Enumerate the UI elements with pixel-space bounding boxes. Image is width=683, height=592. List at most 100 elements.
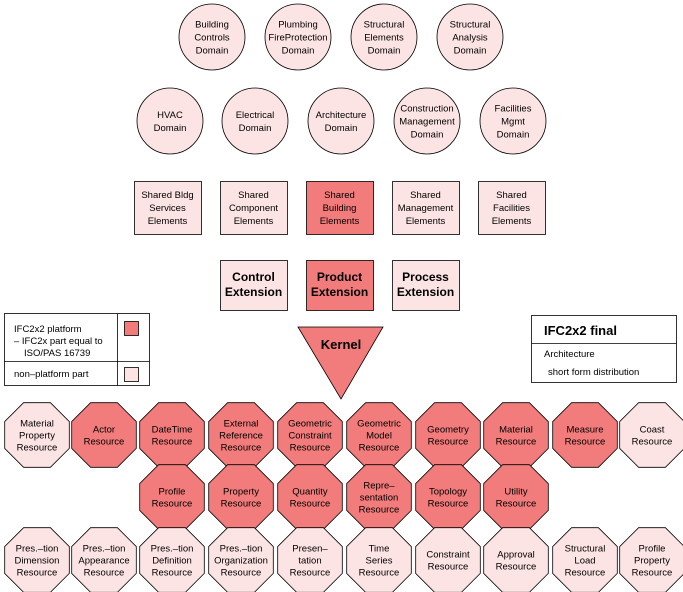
domain-construction-management-domain-label-line-2: Management [399,117,455,128]
extension-process-extension-label-line-1: Process [402,270,449,284]
domain-facilities-mgmt-domain-label-line-1: Facilities [495,104,532,115]
resource-geometry-resource-label-line-2: Resource [428,437,469,448]
shared-shared-bldg-services-elements-label-line-3: Elements [148,216,188,227]
resource-material-property-resource-octagon [4,402,70,468]
domain-construction-management-domain-label-line-1: Construction [400,104,453,115]
resource-external-reference-resource-label-line-2: Reference [219,431,263,442]
legend-platform-line-3: ISO/PAS 16739 [24,348,90,359]
resource-measure-resource-octagon [552,402,618,468]
resource-pres-tion-dimension-resource-label-line-2: Dimension [15,556,60,567]
extension-process-extension-label-line-2: Extension [397,285,454,299]
shared-shared-management-elements-label-line-1: Shared [410,190,441,201]
resource-datetime-resource-label-line-2: Resource [152,437,193,448]
domain-building-controls-domain-label-line-1: Building [195,20,229,31]
resource-geometry-resource-label-line-1: Geometry [427,425,469,436]
shared-shared-building-elements-label-line-3: Elements [320,216,360,227]
resource-profile-property-resource-octagon [619,527,683,592]
title-box-title: IFC2x2 final [544,323,617,338]
extension-product-extension-label-line-2: Extension [311,285,368,299]
title-box: IFC2x2 final Architecture short form dis… [531,315,677,383]
extension-process-extension-box [392,260,460,311]
resource-utility-resource-label-line-2: Resource [496,499,537,510]
shared-shared-building-elements-box [306,181,374,235]
domain-architecture-domain-circle [307,87,375,155]
resource-topology-resource-label-line-2: Resource [428,499,469,510]
domain-structural-analysis-domain-circle [436,3,504,71]
resource-pres-tion-definition-resource-label-line-2: Definition [152,556,192,567]
shared-shared-facilities-elements-label-line-1: Shared [496,190,527,201]
resource-structural-load-resource-label-line-2: Load [574,556,595,567]
domain-electrical-domain-circle [221,87,289,155]
domain-building-controls-domain-circle [178,3,246,71]
resource-pres-tion-organization-resource-label-line-1: Pres.–tion [220,544,263,555]
resource-measure-resource-label-line-1: Measure [567,425,604,436]
domain-hvac-domain-label-line-2: Domain [154,123,187,134]
resource-pres-tion-appearance-resource-octagon [71,527,137,592]
domain-structural-elements-domain-label-line-3: Domain [368,46,401,57]
resource-pres-tion-definition-resource-label-line-1: Pres.–tion [151,544,194,555]
domain-structural-elements-domain-label-line-2: Elements [364,33,404,44]
resource-layer-row-2: ProfileResourcePropertyResourceQuantityR… [139,464,549,530]
resource-profile-resource-label-line-1: Profile [159,487,186,498]
title-box-frame [531,315,677,383]
resource-approval-resource-label-line-1: Approval [497,550,535,561]
extension-control-extension-box [220,260,288,311]
resource-time-series-resource-label-line-1: Time [369,544,390,555]
resource-profile-property-resource-label-line-3: Resource [632,568,673,579]
resource-profile-resource-label-line-2: Resource [152,499,193,510]
resource-pres-tion-appearance-resource-label-line-2: Appearance [78,556,129,567]
domain-facilities-mgmt-domain-label-line-2: Mgmt [501,117,525,128]
extensions-layer: ControlExtensionProductExtensionProcessE… [220,260,460,311]
resource-constraint-resource-octagon [415,527,481,592]
resource-geometric-constraint-resource-label-line-1: Geometric [288,419,332,430]
legend-platform-line-1: IFC2x2 platform [14,324,82,335]
domain-building-controls-domain-label-line-3: Domain [196,46,229,57]
shared-shared-component-elements-label-line-1: Shared [238,190,269,201]
title-box-line-1: Architecture [544,349,595,360]
resource-pres-tion-dimension-resource-label-line-3: Resource [17,568,58,579]
legend-nonplatform-label: non–platform part [14,369,89,380]
domain-hvac-domain-label-line-1: HVAC [157,110,183,121]
legend-nonplatform-swatch [124,367,139,382]
legend: IFC2x2 platform – IFC2x part equal to IS… [4,313,150,386]
domain-architecture-domain-label-line-2: Domain [325,123,358,134]
domain-hvac-domain-circle [136,87,204,155]
domain-electrical-domain-label-line-1: Electrical [236,110,275,121]
resource-constraint-resource-label-line-2: Resource [428,562,469,573]
resource-quantity-resource-label-line-2: Resource [290,499,331,510]
resource-datetime-resource-label-line-1: DateTime [152,425,193,436]
resource-geometric-model-resource-label-line-3: Resource [359,443,400,454]
domain-structural-elements-domain-circle [350,3,418,71]
resource-geometric-model-resource-label-line-2: Model [366,431,392,442]
resource-external-reference-resource-label-line-3: Resource [221,443,262,454]
resource-presen-tation-resource-label-line-2: tation [298,556,321,567]
resource-pres-tion-dimension-resource-label-line-1: Pres.–tion [16,544,59,555]
domain-plumbing-fireprotection-domain-circle [264,3,332,71]
resource-structural-load-resource-label-line-3: Resource [565,568,606,579]
resource-time-series-resource-label-line-3: Resource [359,568,400,579]
resource-geometric-constraint-resource-label-line-3: Resource [290,443,331,454]
shared-shared-component-elements-box [220,181,288,235]
legend-platform-line-2: – IFC2x part equal to [14,336,103,347]
